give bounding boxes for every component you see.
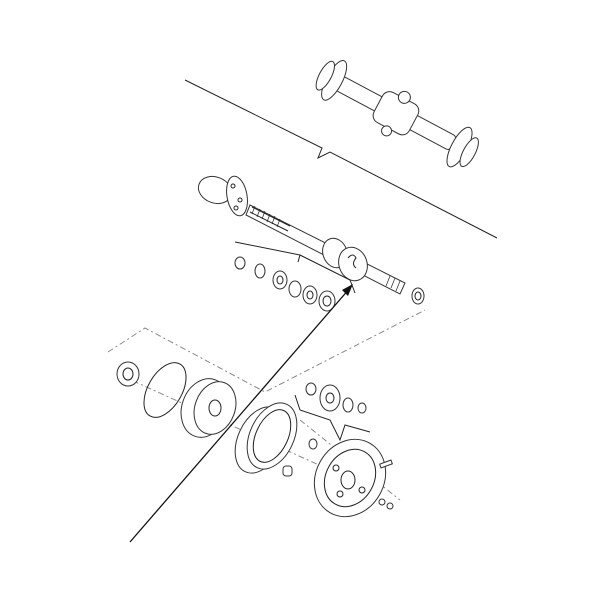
assembly-guide-dashed bbox=[107, 309, 426, 393]
pin bbox=[282, 465, 293, 477]
axle-assembly bbox=[315, 60, 479, 168]
planet-gear-set bbox=[294, 382, 371, 450]
planet-carrier-gear bbox=[180, 378, 237, 438]
callout-leader-line bbox=[184, 79, 498, 239]
bolts bbox=[378, 459, 394, 510]
arrowhead-icon bbox=[342, 284, 353, 296]
group-bracket bbox=[234, 241, 356, 294]
carrier-plate bbox=[313, 438, 387, 518]
planet-gear bbox=[116, 361, 140, 387]
seal-bearing-set bbox=[234, 256, 425, 312]
direction-arrow bbox=[129, 284, 353, 543]
drive-shaft bbox=[245, 204, 406, 295]
ring-gear bbox=[234, 402, 298, 474]
o-ring bbox=[143, 362, 187, 418]
differential-housing bbox=[197, 175, 248, 217]
